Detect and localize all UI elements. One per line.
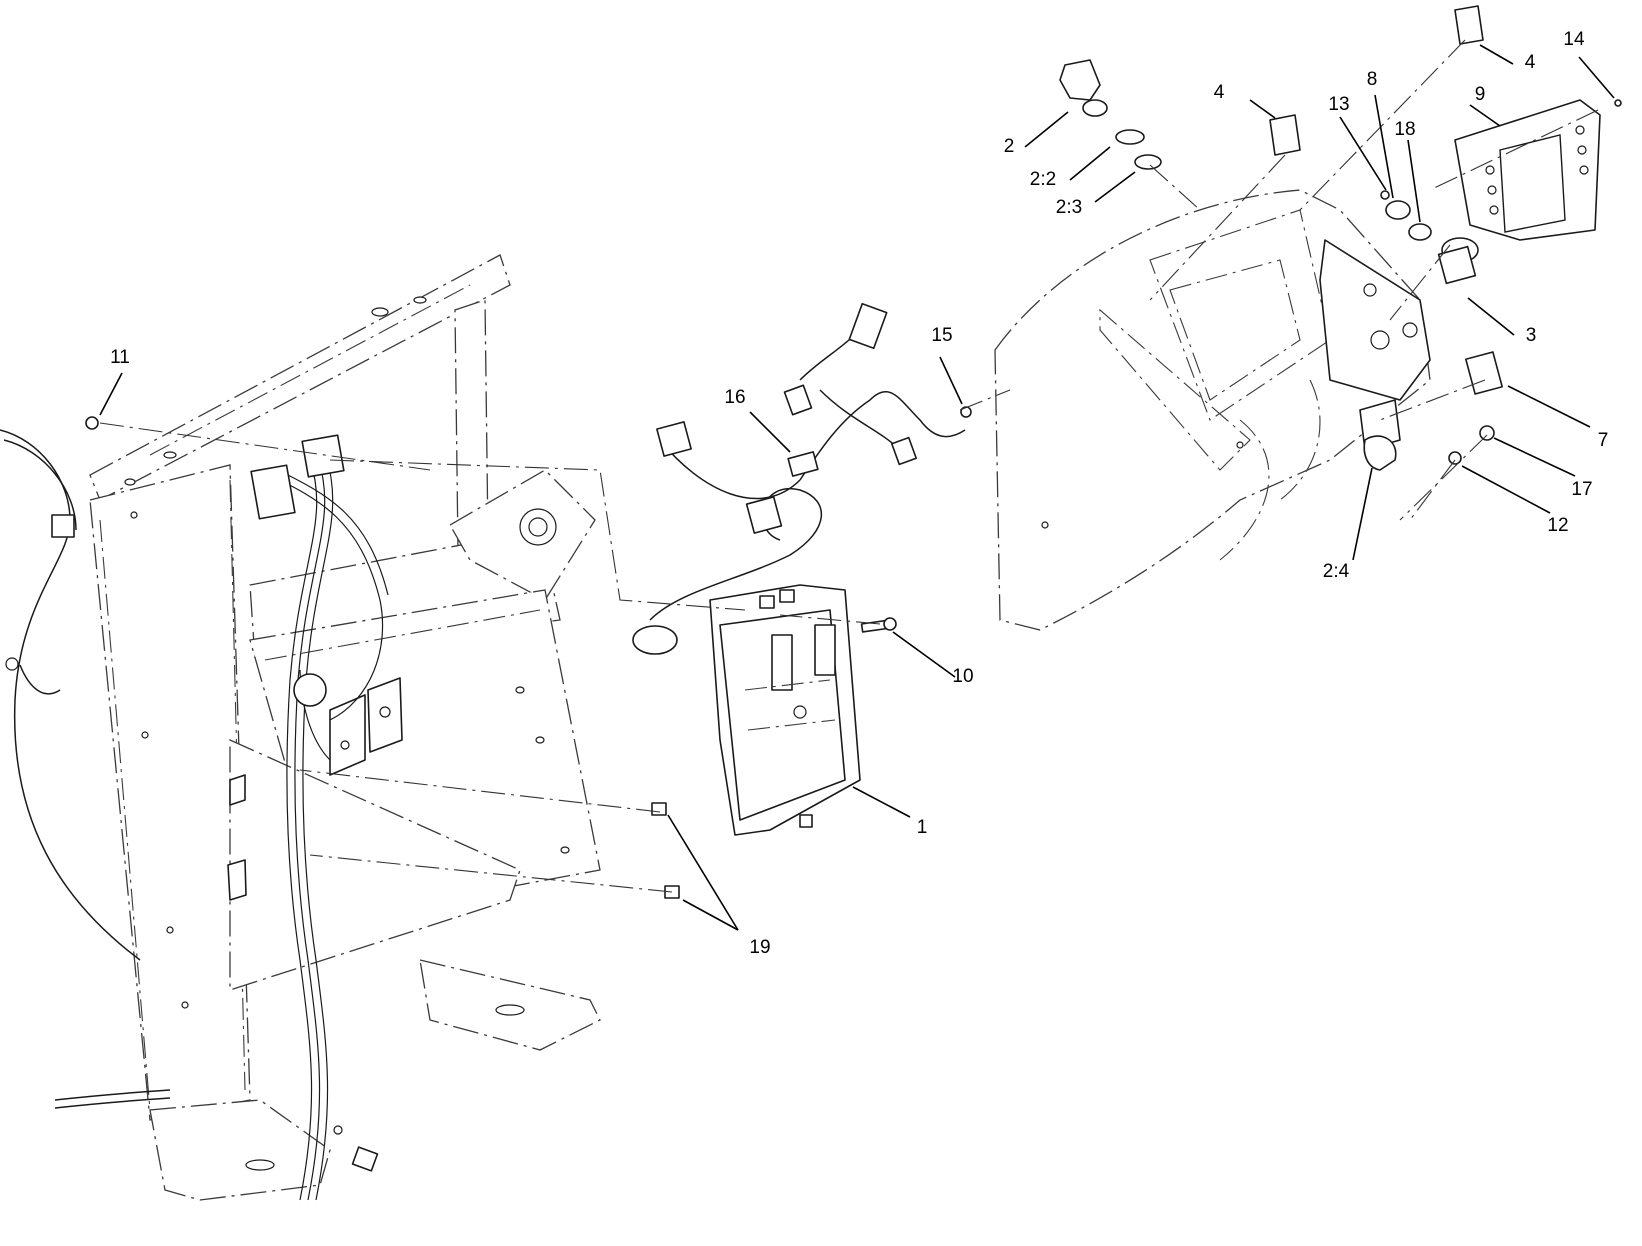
part-3-power-outlet: [1437, 237, 1479, 285]
callout-2: 2: [1004, 136, 1015, 157]
callout-13: 13: [1328, 94, 1349, 115]
callout-7: 7: [1598, 430, 1609, 451]
callout-18: 18: [1394, 119, 1415, 140]
part-19-fasteners: [651, 802, 680, 899]
callout-4-left: 4: [1214, 82, 1225, 103]
callout-9: 9: [1475, 84, 1486, 105]
callout-2-4: 2:4: [1323, 561, 1350, 582]
frame-wire-harness: [0, 429, 389, 1201]
callout-1: 1: [917, 817, 928, 838]
part-14-screw: [1614, 99, 1622, 107]
explode-lines: [99, 39, 1599, 893]
part-8-cap: [1385, 200, 1411, 220]
part-12-button: [1448, 451, 1462, 465]
frame-mount-assembly: [89, 254, 601, 1201]
part-1-controller-module: [709, 584, 861, 836]
part-17-button: [1479, 425, 1495, 441]
part-13-screw: [1380, 190, 1390, 200]
callout-2-3: 2:3: [1056, 197, 1082, 218]
callout-10: 10: [952, 666, 973, 687]
part-11-nut: [85, 416, 99, 430]
callout-15: 15: [931, 325, 952, 346]
callout-11: 11: [110, 347, 130, 368]
dash-panel-housing: [994, 189, 1431, 631]
callout-2-2: 2:2: [1030, 169, 1056, 190]
part-16-wire-harness: [632, 302, 966, 655]
leader-lines: [99, 44, 1615, 931]
callout-labels: 1 2 2:2 2:3 2:4 3 4 4 7 8 9 10 11 12 13 …: [110, 29, 1608, 958]
part-9-display-module: [1454, 99, 1601, 241]
callout-19: 19: [749, 937, 770, 958]
callout-17: 17: [1571, 479, 1592, 500]
callout-4-right: 4: [1525, 52, 1536, 73]
callout-12: 12: [1547, 515, 1568, 536]
part-15-grommet: [960, 406, 972, 418]
callout-14: 14: [1563, 29, 1585, 50]
part-7-switch: [1465, 351, 1503, 395]
callout-16: 16: [724, 387, 745, 408]
part-10-bolt: [860, 617, 897, 633]
part-18-plug: [1408, 223, 1432, 241]
part-4-rocker-switches: [1269, 5, 1484, 156]
part-2-key-switch: [1059, 59, 1162, 170]
callout-8: 8: [1367, 69, 1378, 90]
callout-3: 3: [1526, 325, 1537, 346]
